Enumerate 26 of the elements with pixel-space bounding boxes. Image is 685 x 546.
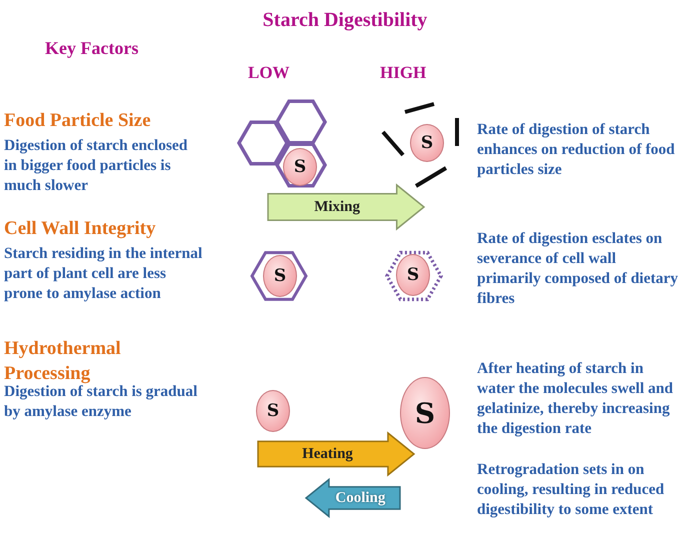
block-arrow (257, 431, 416, 477)
block-arrow (304, 478, 401, 518)
factor-heading: Food Particle Size (4, 109, 152, 133)
block-arrow (267, 183, 426, 231)
starch-granule: S (263, 255, 297, 297)
starch-granule: S (396, 254, 430, 296)
factor-heading: Cell Wall Integrity (4, 217, 157, 241)
starch-granule: S (400, 377, 450, 449)
description: Digestion of starch is gradual by amylase enzyme (4, 383, 198, 422)
description: Digestion of starch enclosed in bigger food particles is much slower (4, 136, 189, 196)
description: Retrogradation sets in on cooling, resulting in reduced digestibility to some extent (477, 460, 666, 520)
description: Rate of digestion esclates on severance of cell wall primarily composed of dietary fibres (477, 229, 680, 309)
factor-heading: Hydrothermal Processing (4, 337, 122, 385)
edge-label: Heating (302, 446, 353, 462)
starch-granule: S (283, 148, 317, 186)
heading: Key Factors (45, 38, 140, 58)
title: Starch Digestibility (262, 10, 428, 30)
edge-label: Cooling (335, 490, 386, 506)
description: After heating of starch in water the molecules swell and gelatinize, thereby increasing the digestion rate (477, 359, 674, 439)
heading: LOW (248, 63, 291, 83)
description: Rate of digestion of starch enhances on reduction of food particles size (477, 120, 676, 180)
heading: HIGH (380, 63, 428, 83)
edge-label: Mixing (314, 198, 360, 216)
description: Starch residing in the internal part of plant cell are less prone to amylase action (4, 244, 204, 304)
starch-granule: S (410, 124, 444, 162)
starch-granule: S (256, 390, 290, 432)
